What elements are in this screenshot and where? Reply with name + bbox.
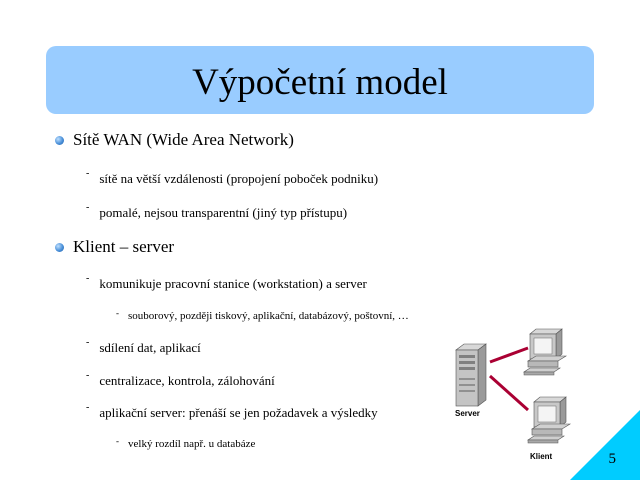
sub-sub-bullet-text: souborový, později tiskový, aplikační, d… <box>128 310 409 322</box>
bullet-text: Sítě WAN (Wide Area Network) <box>73 130 294 149</box>
sub-bullet-text: pomalé, nejsou transparentní (jiný typ p… <box>99 205 348 220</box>
client-computer-icon <box>523 328 568 376</box>
bullet-dot-icon <box>55 135 64 145</box>
sub-bullet-text: sítě na větší vzdálenosti (propojení pob… <box>99 171 379 186</box>
dash-icon: - <box>86 273 90 284</box>
sub-bullet: - komunikuje pracovní stanice (workstati… <box>86 273 367 292</box>
dash-icon: - <box>86 168 90 179</box>
sub-bullet-text: aplikační server: přenáší se jen požadav… <box>99 405 378 420</box>
bullet-text: Klient – server <box>73 237 175 256</box>
client-label: Klient <box>530 452 553 461</box>
dash-icon: - <box>86 370 90 381</box>
bullet-client-server: Klient – server <box>55 237 174 257</box>
sub-bullet: - pomalé, nejsou transparentní (jiný typ… <box>86 202 348 221</box>
sub-bullet: - centralizace, kontrola, zálohování <box>86 370 275 389</box>
sub-sub-bullet: - souborový, později tiskový, aplikační,… <box>116 308 409 322</box>
sub-bullet-text: sdílení dat, aplikací <box>99 340 201 355</box>
title-box: Výpočetní model <box>46 46 594 114</box>
sub-sub-bullet: - velký rozdíl např. u databáze <box>116 436 256 450</box>
sub-bullet-text: komunikuje pracovní stanice (workstation… <box>99 276 367 291</box>
sub-bullet: - aplikační server: přenáší se jen požad… <box>86 402 378 421</box>
slide-title: Výpočetní model <box>192 61 448 103</box>
page-number: 5 <box>608 451 617 467</box>
sub-bullet: - sdílení dat, aplikací <box>86 337 201 356</box>
dash-icon: - <box>86 337 90 348</box>
bullet-wan: Sítě WAN (Wide Area Network) <box>55 130 294 150</box>
server-label: Server <box>455 409 480 418</box>
server-icon <box>455 343 487 407</box>
dash-icon: - <box>86 202 90 213</box>
sub-bullet-text: centralizace, kontrola, zálohování <box>99 373 275 388</box>
sub-sub-bullet-text: velký rozdíl např. u databáze <box>128 438 256 450</box>
dash-icon: - <box>116 308 119 318</box>
corner-decoration <box>570 410 640 480</box>
client-computer-icon <box>527 396 572 444</box>
sub-bullet: - sítě na větší vzdálenosti (propojení p… <box>86 168 379 187</box>
dash-icon: - <box>86 402 90 413</box>
bullet-dot-icon <box>55 242 64 252</box>
server-client-link-2 <box>488 374 530 412</box>
dash-icon: - <box>116 436 119 446</box>
server-client-link-1 <box>489 346 529 364</box>
